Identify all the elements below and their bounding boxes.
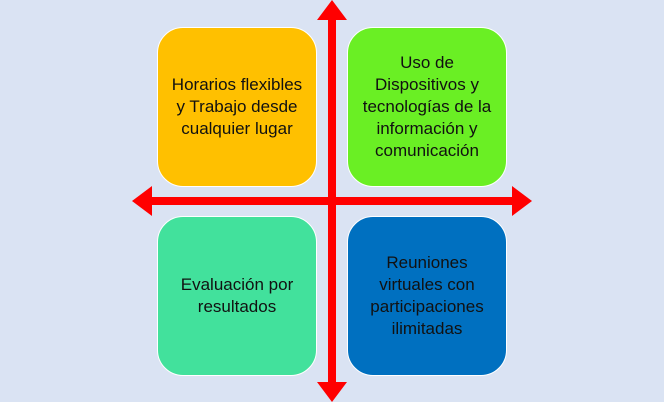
quadrant-bottom-right: Reuniones virtuales con participaciones … (347, 216, 507, 376)
quadrant-top-right: Uso de Dispositivos y tecnologías de la … (347, 27, 507, 187)
quadrant-text: Uso de Dispositivos y tecnologías de la … (362, 53, 492, 160)
horizontal-axis-line (148, 197, 516, 205)
quadrant-text: Evaluación por resultados (180, 275, 294, 316)
arrow-left-icon (132, 186, 152, 216)
quadrant-bottom-left: Evaluación por resultados (157, 216, 317, 376)
quadrant-top-left: Horarios flexibles y Trabajo desde cualq… (157, 27, 317, 187)
arrow-right-icon (512, 186, 532, 216)
arrow-down-icon (317, 382, 347, 402)
arrow-up-icon (317, 0, 347, 20)
quadrant-text: Reuniones virtuales con participaciones … (370, 253, 484, 338)
quadrant-text: Horarios flexibles y Trabajo desde cualq… (171, 75, 303, 138)
